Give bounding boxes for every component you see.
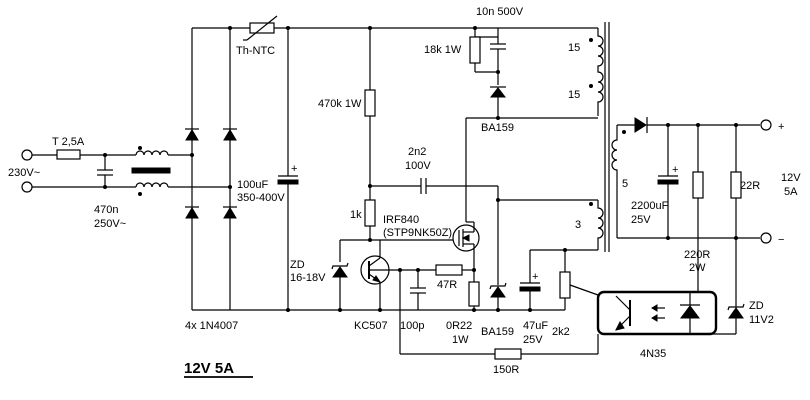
gate-zener-label: ZD <box>290 259 305 271</box>
transformer: 15 15 3 5 <box>498 22 628 252</box>
output-voltage: 12V <box>781 172 801 184</box>
base-cap-label: 100p <box>400 320 424 332</box>
snubber-diode-label: BA159 <box>481 122 514 134</box>
feedback-capacitor: 2n2 100V <box>370 146 499 285</box>
aux-rectifier: BA159 + 47uF 25V 2k2 <box>481 248 599 346</box>
sense-resistor-value: 0R22 <box>446 320 472 332</box>
output-cap-polarity: + <box>672 164 678 176</box>
ntc-label: Th-NTC <box>236 45 275 57</box>
secondary-turns: 5 <box>622 178 628 190</box>
output-cap-rating: 25V <box>631 214 651 226</box>
title-block: 12V 5A <box>184 360 253 378</box>
aux-resistor-label: 2k2 <box>552 326 570 338</box>
aux-cap-rating: 25V <box>523 334 543 346</box>
snubber: 10n 500V 18k 1W BA159 <box>424 6 598 134</box>
mains-input: 230V~ <box>8 149 136 193</box>
opto-resistor: 220R 2W <box>684 123 710 292</box>
x-capacitor: 470n 250V~ <box>94 153 126 230</box>
feedback-cap-rating: 100V <box>405 160 431 172</box>
primary2-turns: 15 <box>568 89 580 101</box>
gate-resistor: 1k <box>350 199 455 242</box>
x-cap-rating: 250V~ <box>94 218 126 230</box>
output-cap-value: 2200uF <box>631 200 669 212</box>
aux-diode-label: BA159 <box>481 326 514 338</box>
output-capacitor: + 2200uF 25V <box>631 123 679 240</box>
fb-resistor-label: 150R <box>493 364 519 376</box>
opto-resistor-rating: 2W <box>689 262 706 274</box>
output-plus: + <box>778 121 784 133</box>
mosfet: IRF840 (STP9NK50Z) <box>383 118 480 258</box>
output-section: + − 12V 5A <box>616 117 801 246</box>
bulk-cap-value: 100uF <box>237 179 268 191</box>
zener-out-label: ZD <box>749 300 764 312</box>
load-resistor-label: 22R <box>740 180 760 192</box>
snubber-cap-label: 10n 500V <box>476 6 524 18</box>
gate-zener: ZD 16-18V <box>290 239 370 312</box>
ntc-thermistor: Th-NTC <box>236 15 278 57</box>
sense-resistor-rating: 1W <box>452 334 469 346</box>
output-load-resistor: 22R <box>730 123 760 240</box>
fuse-label: T 2,5A <box>52 136 85 148</box>
bridge-label: 4x 1N4007 <box>185 320 238 332</box>
bridge-rectifier: 4x 1N4007 <box>185 26 250 332</box>
gate-zener-value: 16-18V <box>290 272 326 284</box>
snubber-resistor-label: 18k 1W <box>424 44 462 56</box>
output-zener: ZD 11V2 <box>716 238 774 335</box>
mains-voltage-label: 230V~ <box>8 167 40 179</box>
mosfet-label: IRF840 <box>383 214 419 226</box>
output-current: 5A <box>784 186 798 198</box>
control-transistor: KC507 <box>354 240 400 332</box>
zener-out-value: 11V2 <box>749 314 774 326</box>
aux-turns: 3 <box>575 219 581 231</box>
diagram-title: 12V 5A <box>184 360 234 377</box>
common-mode-choke <box>131 146 230 196</box>
bulk-capacitor: + 100uF 350-400V <box>237 28 299 310</box>
base-network: 47R 100p 0R22 1W 150R <box>398 258 599 376</box>
opto-resistor-value: 220R <box>684 249 710 261</box>
fuse: T 2,5A <box>52 136 85 160</box>
mosfet-alt: (STP9NK50Z) <box>383 227 452 239</box>
aux-cap-polarity: + <box>532 271 538 283</box>
optocoupler-label: 4N35 <box>640 348 666 360</box>
x-cap-value: 470n <box>94 204 118 216</box>
optocoupler: 4N35 <box>596 290 718 360</box>
startup-resistor-label: 470k 1W <box>318 98 362 110</box>
aux-cap-value: 47uF <box>523 320 548 332</box>
feedback-cap-value: 2n2 <box>408 146 426 158</box>
bulk-cap-rating: 350-400V <box>237 192 285 204</box>
startup-resistor: 470k 1W <box>318 28 376 200</box>
gate-resistor-label: 1k <box>350 209 362 221</box>
transistor-label: KC507 <box>354 320 388 332</box>
output-minus: − <box>778 234 784 246</box>
base-resistor-label: 47R <box>437 279 457 291</box>
primary-turns: 15 <box>568 42 580 54</box>
bulk-cap-polarity: + <box>291 163 297 175</box>
